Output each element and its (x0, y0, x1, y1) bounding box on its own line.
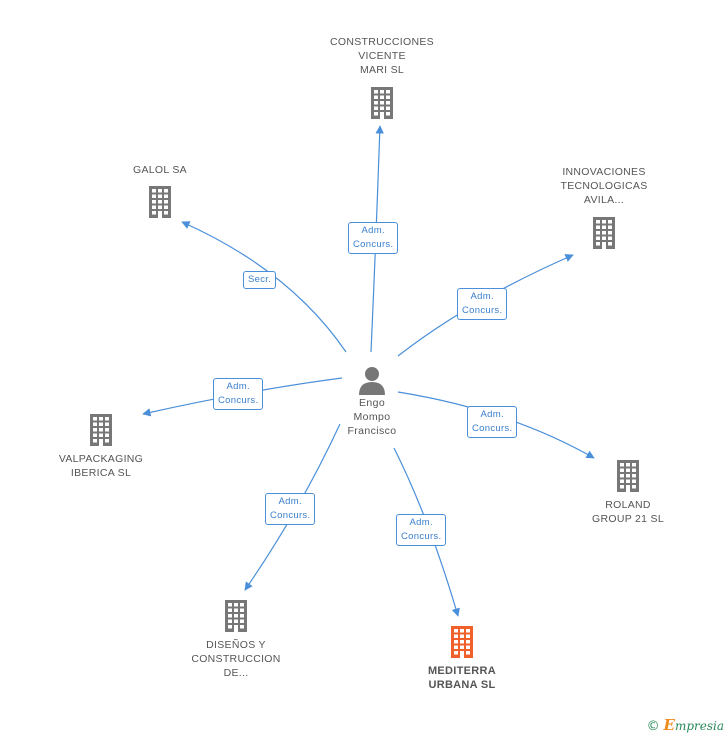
copyright-symbol: © (646, 719, 660, 734)
edge-label-roland[interactable]: Adm. Concurs. (467, 406, 518, 438)
edge-label-disenos[interactable]: Adm. Concurs. (265, 493, 316, 525)
node-construcciones[interactable]: CONSTRUCCIONES VICENTE MARI SL (312, 35, 452, 119)
node-label: CONSTRUCCIONES VICENTE MARI SL (330, 36, 434, 76)
node-innovaciones[interactable]: INNOVACIONES TECNOLOGICAS AVILA... (536, 165, 672, 249)
node-valpackaging[interactable]: VALPACKAGING IBERICA SL (36, 412, 166, 480)
node-label: VALPACKAGING IBERICA SL (58, 453, 144, 479)
edge-galol (181, 221, 347, 353)
building-icon (371, 87, 393, 119)
edge-label-construcciones[interactable]: Adm. Concurs. (348, 222, 399, 254)
building-icon (593, 217, 615, 249)
node-label: INNOVACIONES TECNOLOGICAS AVILA... (560, 166, 648, 206)
node-label: MEDITERRA URBANA SL (427, 665, 497, 691)
person-name: Engo Mompo Francisco (347, 397, 397, 437)
node-label: DISEÑOS Y CONSTRUCCION DE... (191, 639, 281, 679)
building-icon (617, 460, 639, 492)
edge-label-valpackaging[interactable]: Adm. Concurs. (213, 378, 264, 410)
building-icon (225, 600, 247, 632)
node-label: GALOL SA (133, 164, 187, 176)
node-disenos[interactable]: DISEÑOS Y CONSTRUCCION DE... (168, 598, 304, 680)
brand-name: mpresia (674, 719, 724, 733)
brand-initial: E (663, 716, 675, 734)
empresia-credit[interactable]: © Empresia (647, 716, 724, 734)
building-icon (149, 186, 171, 218)
person-icon (359, 367, 385, 395)
node-roland[interactable]: ROLAND GROUP 21 SL (570, 458, 686, 526)
building-icon (451, 626, 473, 658)
building-icon (90, 414, 112, 446)
edge-label-mediterra[interactable]: Adm. Concurs. (396, 514, 447, 546)
center-person[interactable]: Engo Mompo Francisco (322, 366, 422, 438)
node-mediterra[interactable]: MEDITERRA URBANA SL (400, 624, 524, 692)
edge-label-innovaciones[interactable]: Adm. Concurs. (457, 288, 508, 320)
node-label: ROLAND GROUP 21 SL (592, 499, 664, 525)
edge-label-galol[interactable]: Secr. (243, 271, 277, 289)
node-galol[interactable]: GALOL SA (100, 163, 220, 218)
